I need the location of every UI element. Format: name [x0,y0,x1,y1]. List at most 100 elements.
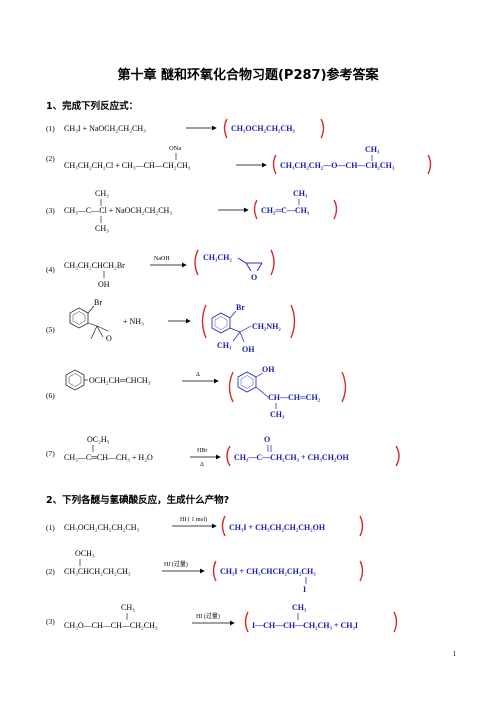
reactants: CH₃—C═CH—CH₃ + H₂O [64,453,153,462]
product: I—CH—CH—CH₂CH₃ + CH₃I [252,621,358,630]
reactants: CH₃CH₂CH₂Cl + CH₃—CH—CH₂CH₃ [64,161,191,170]
reactants: CH₃CH₂CHCH₂Br [64,261,125,270]
right-bracket [359,515,364,537]
right-bracket [427,154,432,175]
left-bracket [228,371,234,403]
reactants: CH₃—C—Cl + NaOCH₂CH₂CH₃ [64,206,172,215]
left-bracket [272,154,277,175]
product-carbonyl-o: O [264,435,270,444]
reaction-2-3: CH₃ (3) CH₃O—CH—CH—CH₂CH₃ HI (过量) CH₃ I—… [46,603,398,633]
product: CH₃OCH₂CH₂CH₃ [231,124,295,133]
left-bracket [223,118,228,139]
left-bracket [212,560,217,582]
right-bracket [393,611,398,633]
section-2-heading: 2、下列各醚与氢碘酸反应，生成什么产物? [46,495,230,506]
right-bracket [320,118,325,139]
epoxide-ring [237,257,263,272]
product-oh: OH [262,365,275,374]
condition: HI (过量) [196,612,220,620]
reaction-1-6: OCH₂CH═CHCH₃ (6) Δ OH CH—CH═CH₂ CH₃ [46,365,347,419]
product-br: Br [236,303,245,312]
product: CH₃I + CH₃CH₂CH₂CH₂OH [229,523,326,532]
reaction-1-1: (1) CH₃I + NaOCH₂CH₂CH₃ CH₃OCH₂CH₂CH₃ [46,118,325,139]
reaction-1-2: (2) ONa CH₃CH₂CH₂Cl + CH₃—CH—CH₂CH₃ CH₃ … [46,145,432,175]
bond [255,372,264,378]
reaction-2-2: OCH₃ (2) CH₃CHCH₂CH₂CH₃ HI (过量) CH₃I + C… [46,549,364,594]
item-number: (1) [46,523,55,532]
item-number: (6) [46,391,55,400]
ring-oxygen: O [251,273,257,282]
product-chain: CH—CH═CH₂ [268,393,321,402]
product-methyl: CH₃ [270,410,285,419]
substituent-och3: OCH₃ [75,549,95,558]
reaction-1-3: CH₃ (3) CH₃—C—Cl + NaOCH₂CH₂CH₃ CH₃ CH₃ … [46,189,338,233]
right-bracket [290,304,296,339]
product-chain: CH₂NH₂ [252,322,281,331]
right-bracket [333,199,338,220]
product-benzene-ring [237,371,257,393]
condition-bottom: Δ [200,462,204,468]
reaction-2-1: (1) CH₃OCH₂CH₂CH₂CH₃ HI ( 1 mol) CH₃I + … [46,515,364,537]
right-bracket [270,249,275,276]
left-bracket [253,199,258,220]
item-number: (3) [46,206,55,215]
reactants: CH₃I + NaOCH₂CH₂CH₃ [64,124,146,133]
left-bracket [221,515,226,537]
reactants: CH₃O—CH—CH—CH₂CH₃ [64,621,158,630]
condition-top: HBr [197,448,207,454]
product: CH₃I + CH₃CHCH₂CH₂CH₃ [220,567,316,576]
left-bracket [194,249,199,276]
reaction-1-5: (5) Br O + NH₃ Br [46,298,296,354]
left-bracket [226,445,231,467]
left-bracket [244,611,249,633]
bond [232,331,241,342]
bond [229,310,237,319]
right-bracket [359,560,364,582]
item-number: (7) [46,449,55,458]
bond [229,327,241,333]
left-bracket [201,304,207,339]
product: CH₂═C—CH₃ [261,206,310,215]
bond [87,305,95,314]
product-substituent: CH₃ [292,603,307,612]
reactant-top-methyl: CH₃ [95,189,109,198]
condition: HI (过量) [164,560,188,568]
item-number: (3) [46,617,55,626]
product-ethyl: CH₃CH₂ [203,253,232,262]
page-title: 第十章 醚和环氧化合物习题(P287)参考答案 [117,68,379,83]
bond [255,386,269,398]
item-number: (4) [46,265,55,274]
product-oh: OH [242,345,255,354]
right-bracket [341,371,347,403]
item-number: (5) [46,325,55,334]
bond [239,325,252,333]
reactants: CH₃OCH₂CH₂CH₂CH₃ [64,523,140,532]
condition: Δ [196,372,200,378]
condition: NaOH [154,256,170,262]
section-1-heading: 1、完成下列反应式： [46,101,139,112]
page-number: 1 [452,650,457,658]
substituent-br: Br [94,298,102,307]
bond [87,322,98,327]
reaction-1-7: OC₂H₅ (7) CH₃—C═CH—CH₃ + H₂O HBr Δ O CH₃… [46,435,400,468]
product: CH₃—C—CH₂CH₃ + CH₃CH₂OH [234,453,350,462]
benzene-ring [65,369,85,391]
item-number: (2) [46,154,55,163]
bond [239,331,245,343]
product-methyl: CH₃ [217,341,232,350]
item-number: (1) [46,124,55,133]
item-number: (2) [46,567,55,576]
product-benzene-ring [211,312,231,334]
substituent-ona: ONa [169,145,181,152]
product-substituent: CH₃ [365,145,380,154]
reactants: CH₃CHCH₂CH₂CH₃ [64,567,131,576]
substituent-oh: OH [98,280,110,289]
epoxide-ring [90,325,109,340]
reactants: + NH₃ [123,317,144,326]
reaction-1-4: (4) CH₃CH₂CHCH₂Br OH NaOH CH₃CH₂ O [46,249,275,289]
product-substituent: CH₃ [293,189,308,198]
ring-oxygen: O [106,334,112,343]
reactant-bottom-methyl: CH₃ [95,224,109,233]
